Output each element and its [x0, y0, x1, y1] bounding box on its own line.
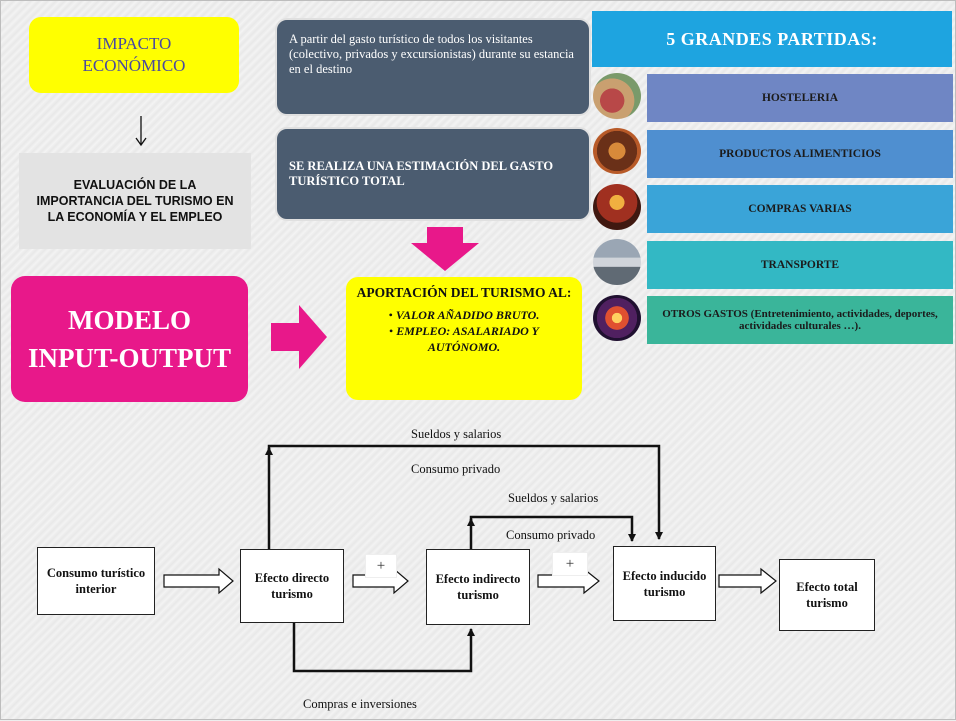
label-consumo-privado: Consumo privado — [506, 528, 596, 542]
right-arrow-icon — [271, 305, 327, 369]
hosteleria-photo-icon — [593, 73, 641, 119]
impacto-economico-box: IMPACTO ECONÓMICO — [29, 17, 239, 93]
label-compras-inversiones: Compras e inversiones — [303, 697, 417, 711]
down-arrow-icon — [135, 116, 147, 147]
compras-photo-icon — [593, 184, 641, 230]
impacto-line-1: IMPACTO — [96, 34, 172, 53]
node-efecto-directo: Efecto directo turismo — [240, 549, 344, 623]
partidas-header: 5 GRANDES PARTIDAS: — [592, 11, 952, 67]
partida-alimenticios: PRODUCTOS ALIMENTICIOS — [647, 130, 953, 178]
node-efecto-inducido: Efecto inducido turismo — [613, 546, 716, 621]
partida-transporte: TRANSPORTE — [647, 241, 953, 289]
aportacion-item: • VALOR AÑADIDO BRUTO. — [388, 308, 540, 322]
node-efecto-total: Efecto total turismo — [779, 559, 875, 631]
transporte-photo-icon — [593, 239, 641, 285]
modelo-input-output-box: MODELO INPUT-OUTPUT — [11, 276, 248, 402]
gasto-turistico-box: A partir del gasto turístico de todos lo… — [275, 18, 591, 116]
aportacion-title: APORTACIÓN DEL TURISMO AL: — [356, 285, 572, 300]
hollow-arrow-1 — [163, 567, 234, 595]
evaluacion-box: EVALUACIÓN DE LA IMPORTANCIA DEL TURISMO… — [19, 153, 251, 249]
alimentos-photo-icon — [593, 128, 641, 174]
hollow-arrow-4 — [718, 567, 777, 595]
label-consumo-privado: Consumo privado — [411, 462, 501, 476]
aportacion-list: • VALOR AÑADIDO BRUTO. • EMPLEO: ASALARI… — [356, 307, 572, 355]
modelo-line-1: MODELO — [67, 305, 191, 335]
plus-sign: + — [552, 552, 588, 576]
plus-sign: + — [365, 554, 397, 578]
estimacion-box: SE REALIZA UNA ESTIMACIÓN DEL GASTO TURÍ… — [275, 127, 591, 221]
label-sueldos-salarios: Sueldos y salarios — [508, 491, 599, 505]
impacto-line-2: ECONÓMICO — [82, 56, 186, 75]
node-efecto-indirecto: Efecto indirecto turismo — [426, 549, 530, 625]
partida-hosteleria: HOSTELERIA — [647, 74, 953, 122]
partida-otros: OTROS GASTOS (Entretenimiento, actividad… — [647, 296, 953, 344]
partida-compras: COMPRAS VARIAS — [647, 185, 953, 233]
label-sueldos-salarios: Sueldos y salarios — [411, 427, 502, 441]
aportacion-box: APORTACIÓN DEL TURISMO AL: • VALOR AÑADI… — [346, 277, 582, 400]
down-arrow-icon — [411, 227, 479, 271]
modelo-line-2: INPUT-OUTPUT — [27, 343, 232, 373]
node-consumo-turistico: Consumo turístico interior — [37, 547, 155, 615]
ocio-photo-icon — [593, 295, 641, 341]
aportacion-item: • EMPLEO: ASALARIADO Y AUTÓNOMO. — [389, 324, 539, 354]
